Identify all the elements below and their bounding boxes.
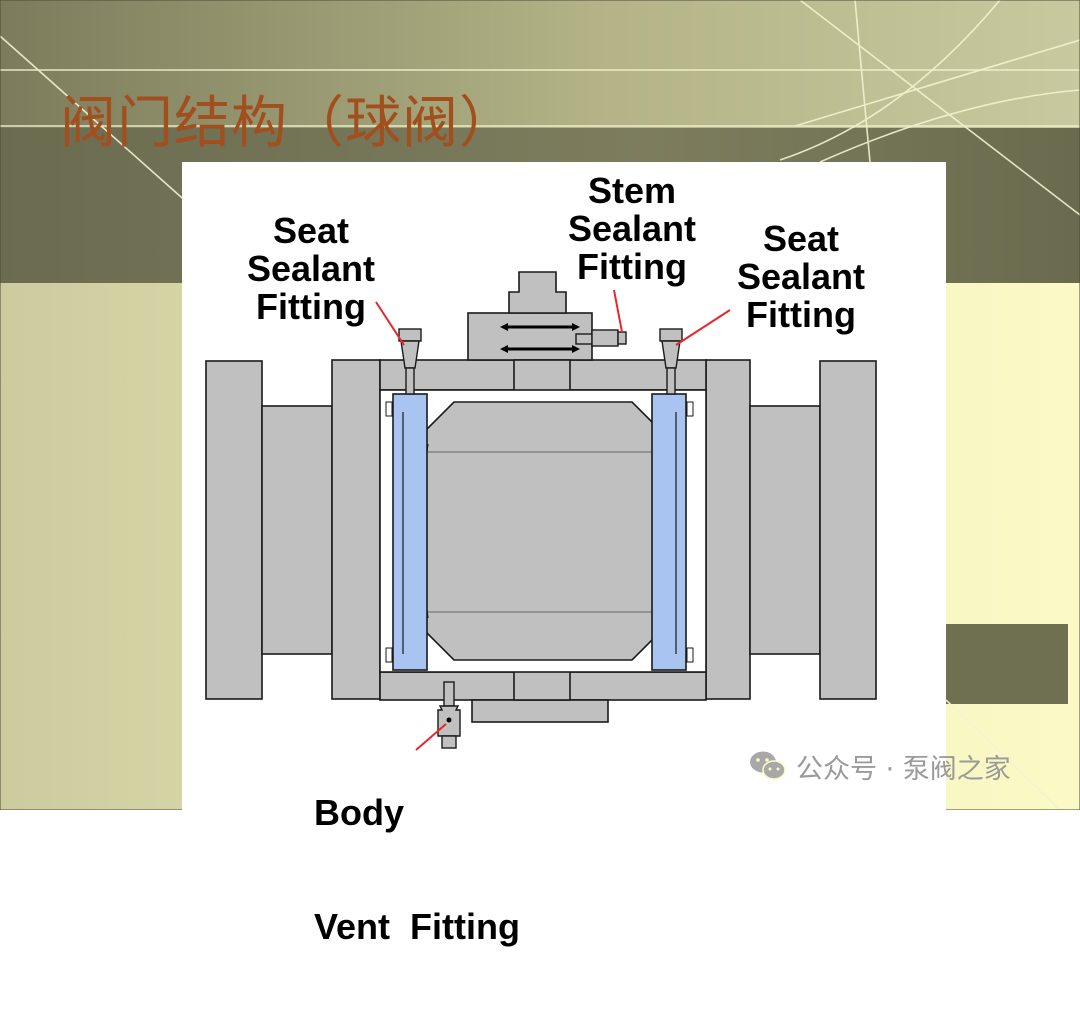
slide-title: 阀门结构（球阀）: [60, 91, 516, 156]
left-seat-ring: [392, 393, 428, 671]
leader-seat-right: [675, 309, 731, 346]
left-body-flange: [331, 359, 381, 700]
watermark-text: 公众号 · 泵阀之家: [796, 753, 1011, 785]
valve-cross-section: [205, 271, 877, 751]
right-flange-neck: [749, 405, 821, 655]
left-seat-sealant-fitting: [398, 328, 422, 395]
label-stem-sealant-fitting: Stem Sealant Fitting: [567, 170, 697, 287]
left-flange: [205, 360, 263, 700]
label-seat-sealant-fitting-right: Seat Sealant Fitting: [736, 218, 866, 335]
leader-body-vent: [415, 723, 447, 751]
leader-stem: [613, 289, 623, 333]
right-seat-sealant-fitting: [659, 328, 683, 395]
right-seat-ring: [651, 393, 687, 671]
label-body-vent-fitting: Body Vent Fitting: [314, 792, 520, 947]
wechat-icon: [750, 751, 786, 780]
ball: [417, 401, 669, 661]
watermark: 公众号 · 泵阀之家: [748, 744, 1011, 788]
stem: [508, 271, 567, 314]
left-flange-neck: [261, 405, 333, 655]
right-flange: [819, 360, 877, 700]
right-body-flange: [705, 359, 751, 700]
leader-seat-left: [375, 301, 405, 346]
label-seat-sealant-fitting-left: Seat Sealant Fitting: [246, 210, 376, 327]
stem-sealant-fitting: [575, 329, 627, 347]
ball-valve-diagram: Seat Sealant Fitting Stem Sealant Fittin…: [182, 162, 946, 946]
stem-housing: [467, 312, 593, 361]
